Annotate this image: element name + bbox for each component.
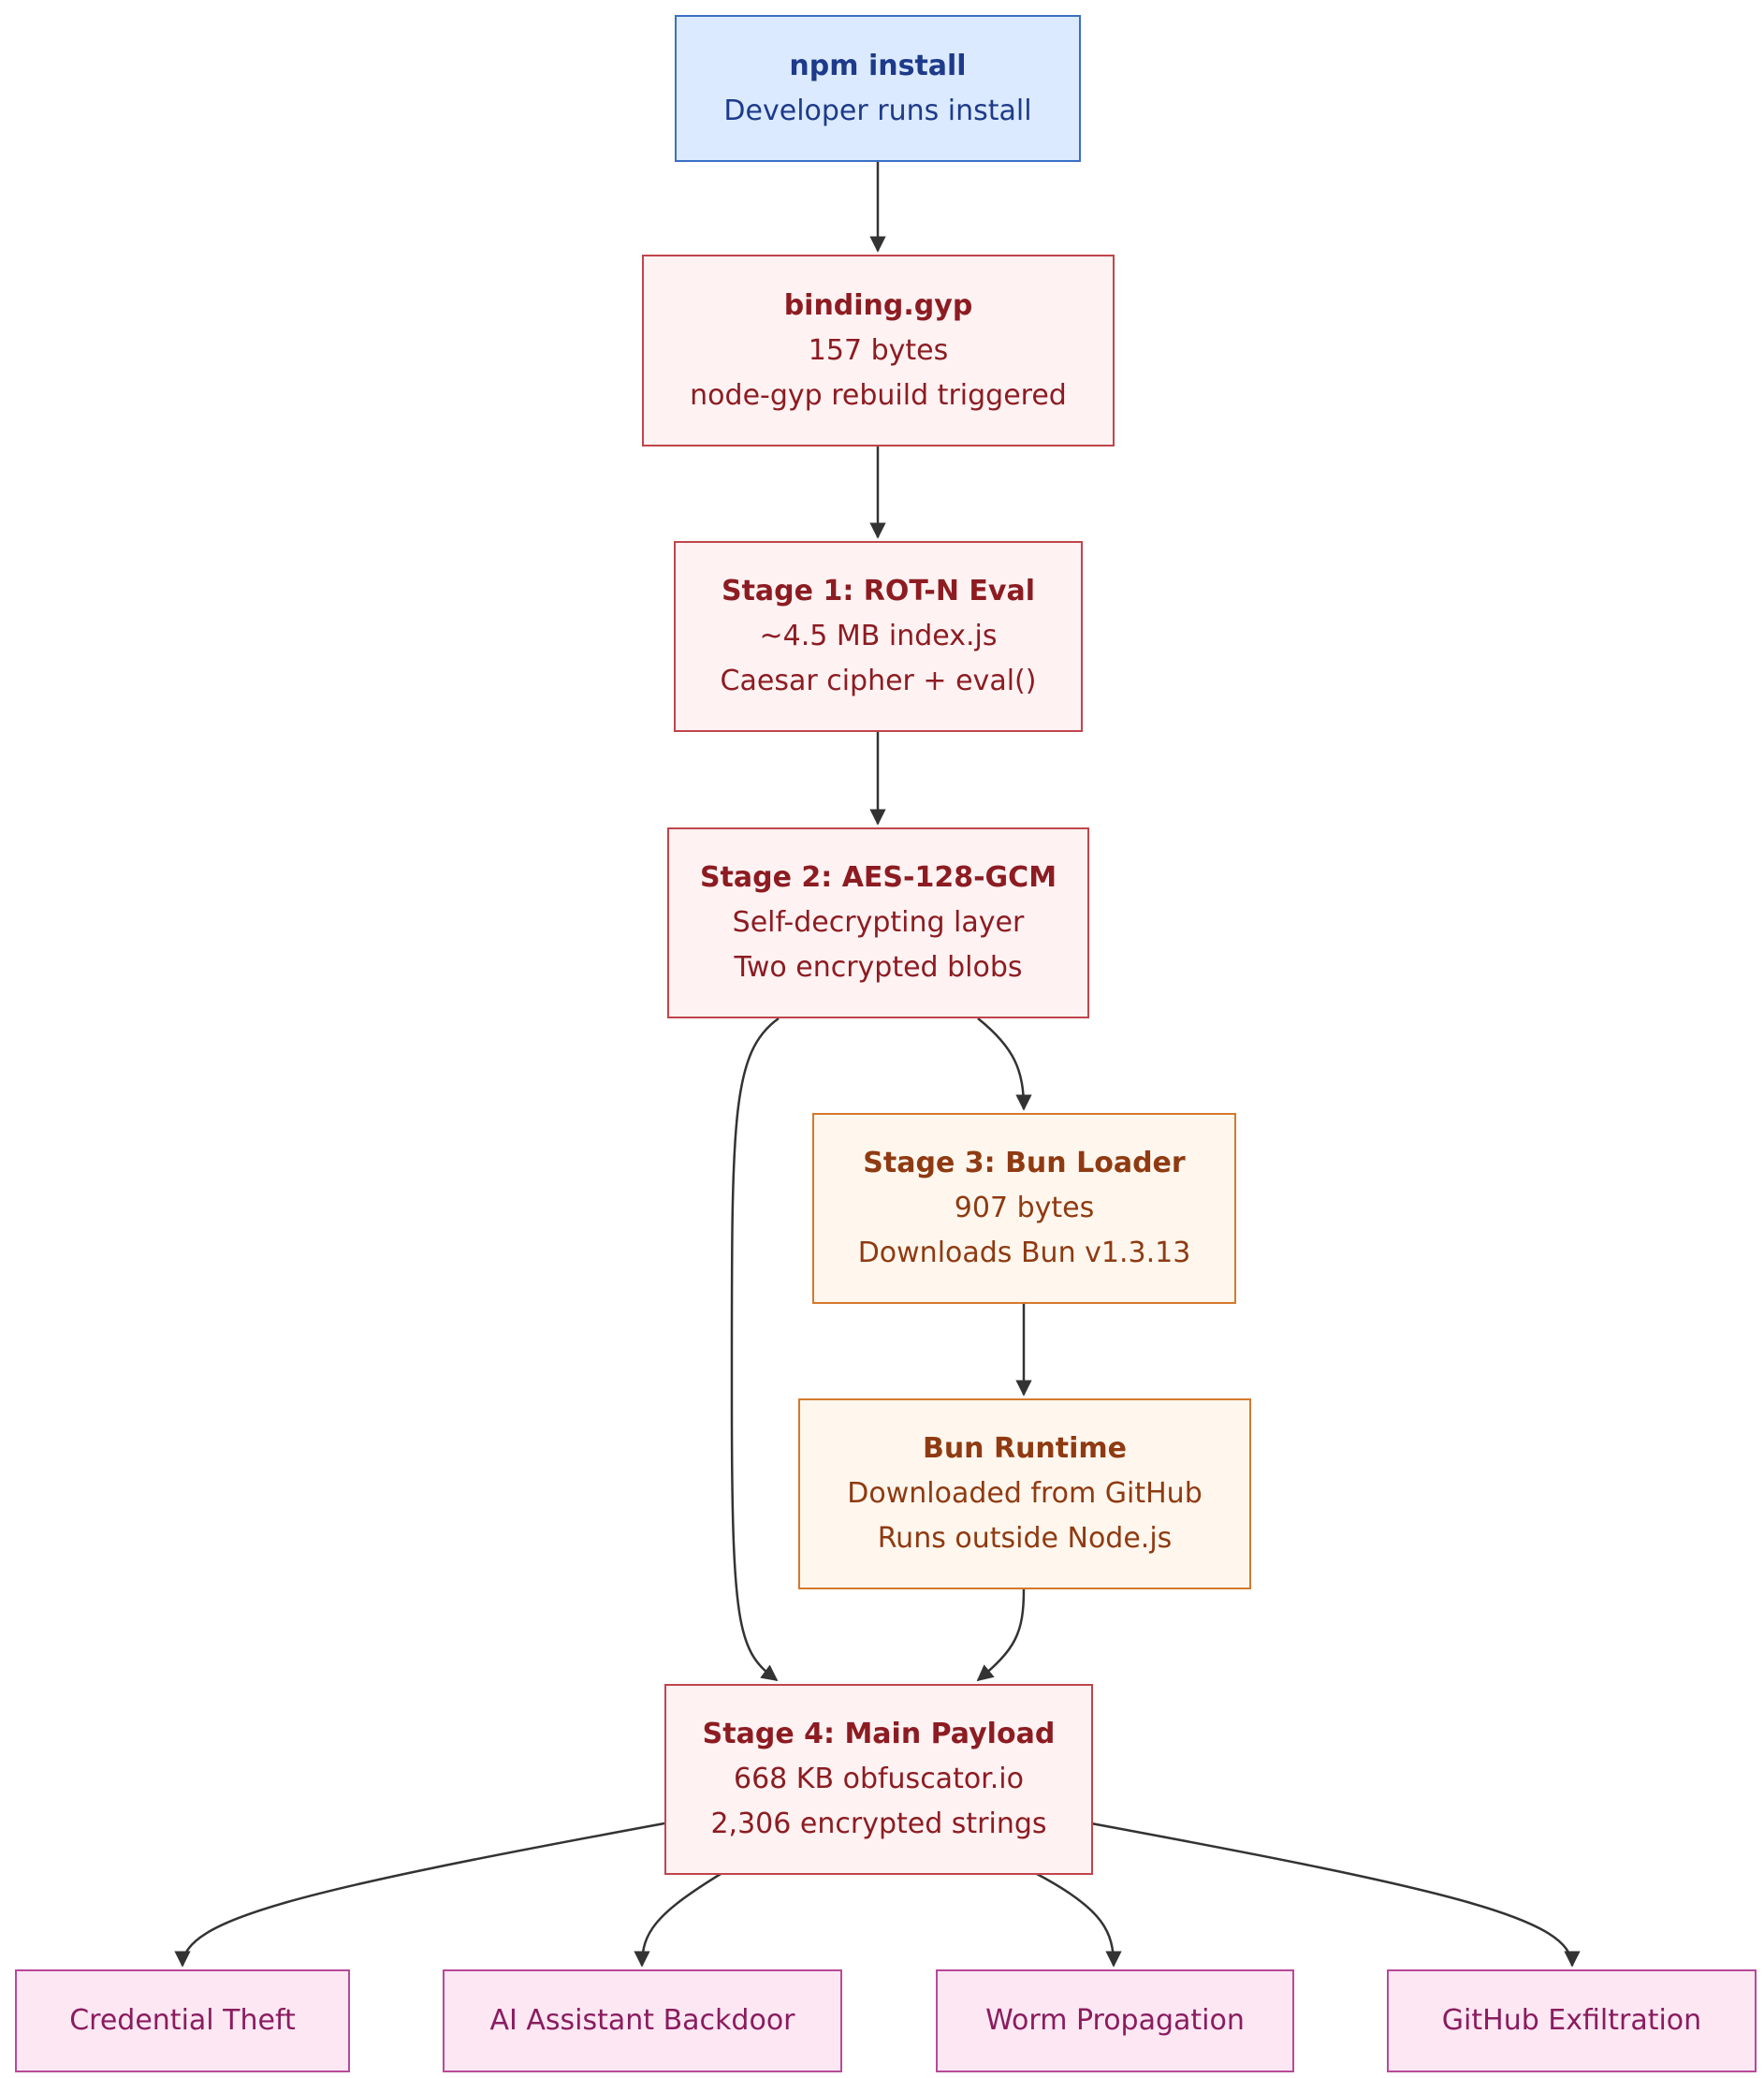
node-stage2: Stage 2: AES-128-GCM Self-decrypting lay… [667,827,1089,1018]
node-detail: Caesar cipher + eval() [720,665,1037,697]
edge-stage2-to-stage3 [977,1017,1032,1111]
edge-bun-to-stage4 [976,1588,1026,1682]
node-title: Stage 1: ROT-N Eval [721,575,1035,607]
node-github-exfiltration: GitHub Exfiltration [1387,1969,1757,2072]
node-detail: 668 KB obfuscator.io [734,1763,1024,1795]
node-detail: 2,306 encrypted strings [710,1807,1047,1840]
edge-stage4-to-credential [174,1822,665,1968]
node-detail: Runs outside Node.js [877,1522,1173,1555]
node-detail: 157 bytes [808,333,949,367]
node-stage3: Stage 3: Bun Loader 907 bytes Downloads … [812,1113,1236,1304]
node-bun-runtime: Bun Runtime Downloaded from GitHub Runs … [798,1398,1251,1589]
edge-stage4-to-ai-backdoor [634,1872,722,1968]
node-detail: Two encrypted blobs [734,951,1023,984]
node-detail: ~4.5 MB index.js [759,620,998,652]
edge-stage4-to-worm [1036,1872,1122,1968]
node-title: Bun Runtime [922,1432,1128,1465]
node-binding-gyp: binding.gyp 157 bytes node-gyp rebuild t… [642,255,1115,446]
edge-stage2-to-stage4 [730,1017,780,1682]
node-title: Worm Propagation [985,2004,1245,2037]
node-ai-assistant-backdoor: AI Assistant Backdoor [443,1969,842,2072]
node-detail: Self-decrypting layer [732,906,1025,939]
node-title: Stage 3: Bun Loader [863,1147,1186,1179]
node-stage4: Stage 4: Main Payload 668 KB obfuscator.… [664,1684,1093,1875]
node-title: binding.gyp [783,288,973,322]
node-title: Stage 4: Main Payload [702,1718,1056,1750]
node-credential-theft: Credential Theft [15,1969,350,2072]
node-title: npm install [789,49,967,82]
node-detail: node-gyp rebuild triggered [690,378,1067,412]
node-detail: Developer runs install [723,94,1032,127]
node-title: Stage 2: AES-128-GCM [699,861,1057,894]
node-title: AI Assistant Backdoor [489,2004,795,2037]
node-title: Credential Theft [69,2004,296,2037]
node-stage1: Stage 1: ROT-N Eval ~4.5 MB index.js Cae… [674,541,1083,732]
node-worm-propagation: Worm Propagation [936,1969,1294,2072]
node-title: GitHub Exfiltration [1441,2004,1702,2037]
node-npm-install: npm install Developer runs install [675,15,1081,162]
node-detail: Downloads Bun v1.3.13 [857,1237,1191,1269]
edge-stage4-to-exfil [1090,1822,1581,1968]
node-detail: 907 bytes [954,1192,1095,1224]
node-detail: Downloaded from GitHub [847,1477,1203,1510]
